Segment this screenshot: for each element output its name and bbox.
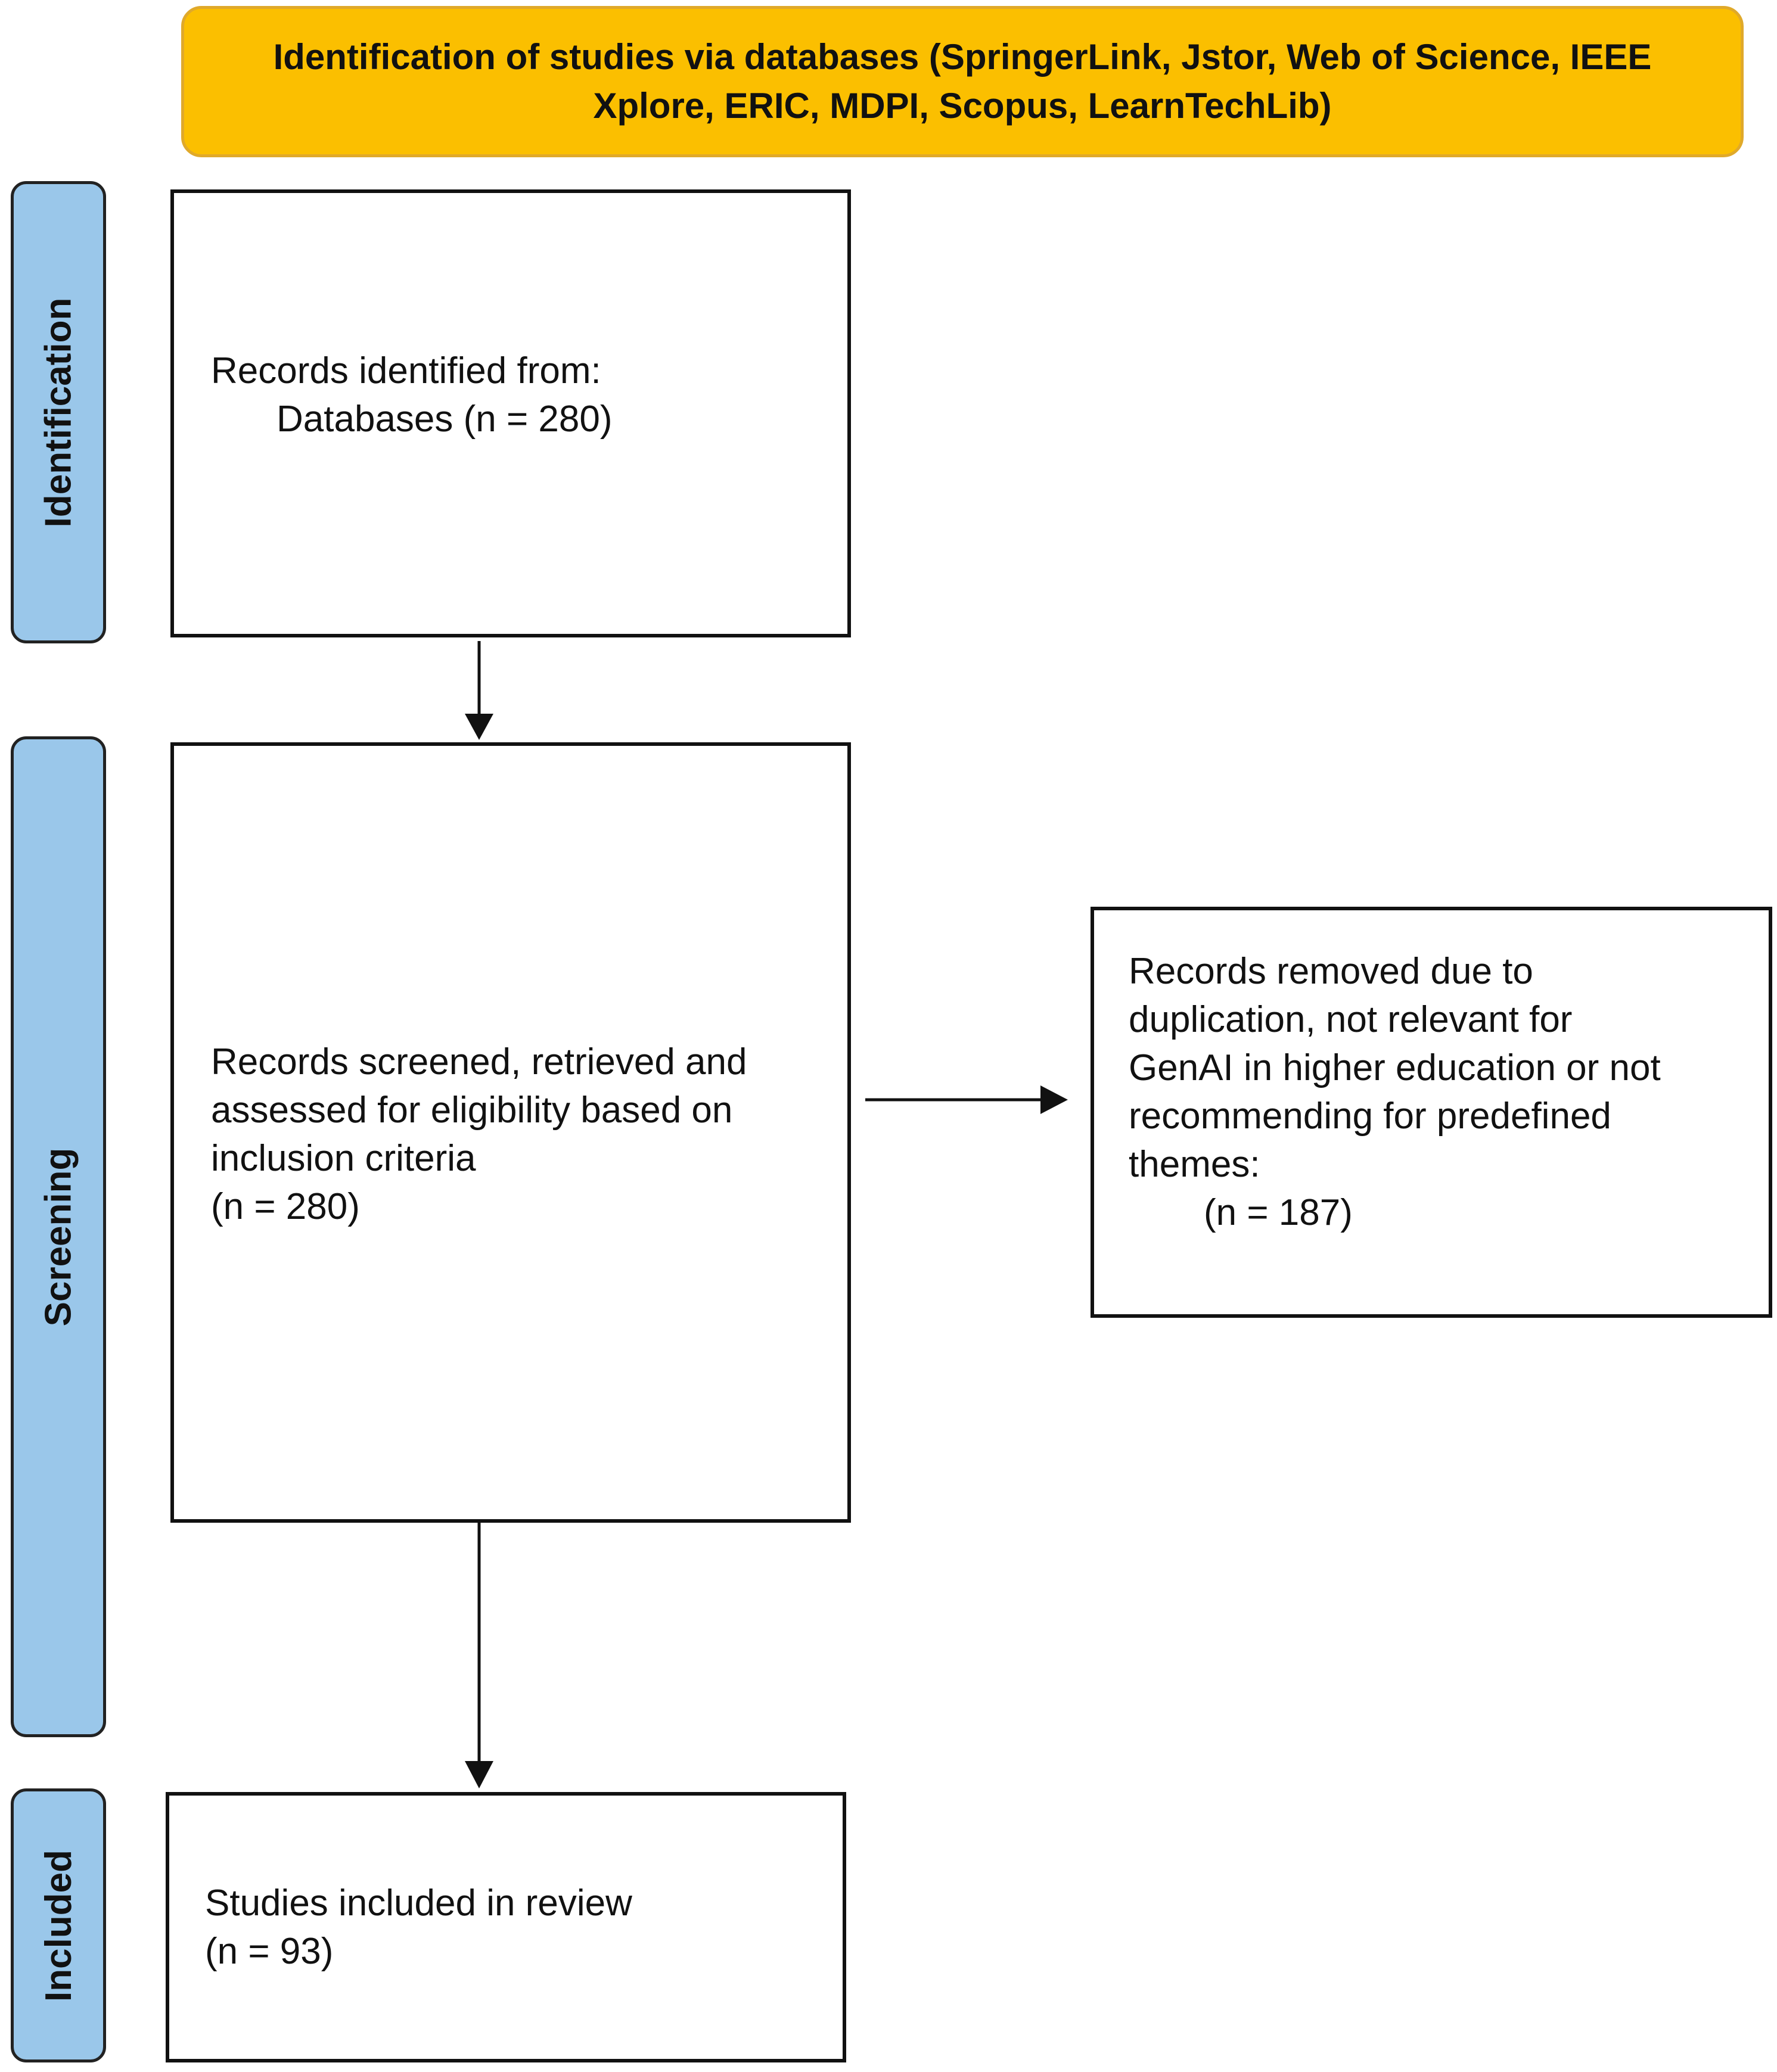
arrow-screened-to-removed — [865, 1085, 1068, 1114]
header-banner: Identification of studies via databases … — [181, 6, 1744, 157]
removed-line-6: (n = 187) — [1204, 1192, 1353, 1233]
header-title: Identification of studies via databases … — [273, 37, 1652, 126]
screened-line-2: assessed for eligibility based on — [211, 1090, 733, 1131]
identified-line-1: Records identified from: — [211, 350, 601, 391]
studies-included-box: Studies included in review (n = 93) — [166, 1792, 846, 2062]
removed-line-1: Records removed due to — [1129, 951, 1533, 992]
removed-line-5: themes: — [1129, 1144, 1260, 1185]
records-screened-box: Records screened, retrieved and assessed… — [170, 742, 851, 1523]
records-removed-box: Records removed due to duplication, not … — [1091, 907, 1772, 1318]
arrow-identified-to-screened — [465, 641, 493, 740]
removed-line-2: duplication, not relevant for — [1129, 999, 1573, 1040]
screened-line-1: Records screened, retrieved and — [211, 1041, 747, 1082]
records-identified-box: Records identified from: Databases (n = … — [170, 189, 851, 637]
included-line-2: (n = 93) — [205, 1931, 334, 1972]
arrow-screened-to-included — [465, 1523, 493, 1788]
removed-line-3: GenAI in higher education or not — [1129, 1047, 1661, 1088]
identified-line-2: Databases (n = 280) — [277, 399, 613, 440]
stage-tab-included: Included — [11, 1788, 106, 2062]
stage-tab-identification: Identification — [11, 181, 106, 643]
screened-line-3: inclusion criteria — [211, 1138, 476, 1179]
included-line-1: Studies included in review — [205, 1883, 632, 1924]
stage-tab-screening: Screening — [11, 736, 106, 1737]
removed-line-4: recommending for predefined — [1129, 1096, 1611, 1137]
screened-line-4: (n = 280) — [211, 1186, 360, 1227]
